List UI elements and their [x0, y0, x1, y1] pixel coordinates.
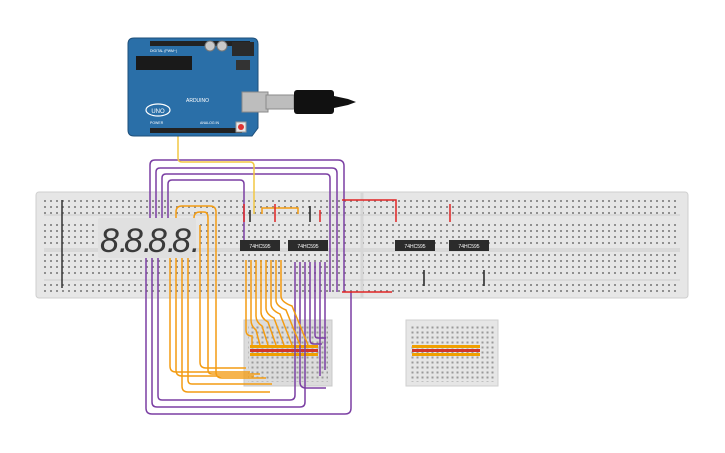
arduino-uno-board[interactable]: UNO ARDUINO DIGITAL (PWM~) POWER ANALOG …: [127, 37, 269, 137]
analog-pins-label: ANALOG IN: [200, 121, 220, 125]
chip-label: 74HC595: [297, 244, 318, 250]
resistor-array-left[interactable]: [250, 345, 318, 356]
segment-wires[interactable]: [169, 205, 309, 393]
display-digit: 8.: [124, 222, 152, 260]
control-wires[interactable]: [145, 159, 352, 415]
digital-pins-label: DIGITAL (PWM~): [150, 49, 177, 53]
display-digit: 8.: [100, 222, 128, 260]
usb-link-wire[interactable]: [177, 132, 255, 214]
display-digit: 8.: [148, 222, 176, 260]
power-pins-label: POWER: [150, 121, 164, 125]
chip-label: 74HC595: [249, 244, 270, 250]
chip-label: 74HC595: [404, 244, 425, 250]
arduino-logo-icon: [145, 103, 171, 117]
reset-button-icon[interactable]: [235, 121, 247, 133]
chip-label: 74HC595: [458, 244, 479, 250]
shift-register-chip[interactable]: 74HC595: [288, 240, 328, 251]
power-jumpers[interactable]: [243, 199, 451, 293]
resistor-array-right[interactable]: [412, 345, 480, 356]
display-digit: 8.: [172, 222, 200, 260]
arduino-brand-label: ARDUINO: [186, 98, 209, 104]
usb-plug-icon[interactable]: [265, 90, 356, 114]
arduino-model-label: UNO: [151, 109, 165, 115]
ground-jumpers[interactable]: [249, 206, 485, 286]
shift-register-chip[interactable]: 74HC595: [449, 240, 489, 251]
seven-segment-display[interactable]: 8. 8. 8. 8.: [98, 218, 200, 260]
shift-register-chip[interactable]: 74HC595: [395, 240, 435, 251]
shift-register-chip[interactable]: 74HC595: [240, 240, 280, 251]
